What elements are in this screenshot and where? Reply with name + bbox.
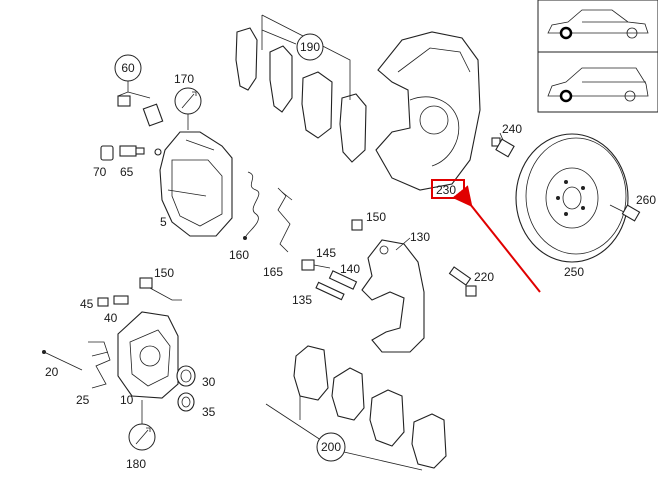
callout-200: 200 [316, 432, 346, 462]
caliper-carrier-130 [361, 237, 425, 353]
spring-clip-25 [88, 341, 111, 389]
screw-260 [609, 204, 641, 222]
callout-170: 170 [174, 72, 202, 130]
dust-shield-230 [375, 31, 481, 191]
brake-pad-set-190 [235, 14, 367, 163]
wrench-icon [181, 91, 197, 109]
label-35: 35 [202, 405, 216, 419]
cap-small [154, 148, 162, 156]
caliper-10 [117, 311, 179, 399]
bolt-150-upper [351, 219, 363, 231]
label-260: 260 [636, 193, 656, 207]
label-150-lower: 150 [154, 266, 174, 280]
label-230: 230 [436, 183, 456, 197]
wrench-icon [135, 427, 151, 445]
label-10: 10 [120, 393, 134, 407]
pin-20 [42, 350, 83, 371]
estate-wagon-icon [547, 67, 649, 103]
vehicle-type-panel [537, 0, 658, 113]
label-250: 250 [564, 265, 584, 279]
label-240: 240 [502, 122, 522, 136]
brake-pad-set-200 [265, 345, 447, 471]
label-145: 145 [316, 246, 336, 260]
label-30: 30 [202, 375, 216, 389]
cap-70 [100, 145, 114, 161]
label-45: 45 [80, 297, 94, 311]
highlight-arrow [452, 185, 541, 293]
label-20: 20 [45, 365, 59, 379]
label-170: 170 [174, 72, 194, 86]
label-190: 190 [300, 40, 320, 54]
label-220: 220 [474, 270, 494, 284]
label-200: 200 [321, 440, 341, 454]
label-5: 5 [160, 215, 167, 229]
label-70: 70 [93, 165, 107, 179]
seal-35 [177, 392, 195, 412]
label-180: 180 [126, 457, 146, 471]
label-165: 165 [263, 265, 283, 279]
bolt-145 [301, 259, 331, 271]
bolt-45 [97, 297, 109, 307]
guide-pin-135 [315, 281, 345, 301]
guide-pin-140 [328, 270, 358, 290]
label-130: 130 [410, 230, 430, 244]
seal-ring-30 [176, 365, 196, 387]
spring-160 [243, 171, 260, 240]
label-60: 60 [121, 61, 135, 75]
label-135: 135 [292, 293, 312, 307]
label-65: 65 [120, 165, 134, 179]
callout-180: 180 [126, 400, 156, 471]
wear-sensor-220 [448, 266, 477, 297]
callout-60: 60 [114, 54, 151, 99]
caliper-5 [159, 131, 233, 237]
screw-40 [113, 295, 129, 305]
spring-165 [277, 187, 293, 253]
label-140: 140 [340, 262, 360, 276]
brake-disc-250 [515, 133, 629, 263]
sedan-icon [547, 9, 649, 40]
bolt-150-lower [139, 277, 182, 301]
label-25: 25 [76, 393, 90, 407]
label-150-upper: 150 [366, 210, 386, 224]
label-160: 160 [229, 248, 249, 262]
bleeder-screw-65 [119, 145, 145, 157]
guide-bolt-small [117, 95, 164, 127]
label-40: 40 [104, 311, 118, 325]
callout-190: 190 [296, 33, 324, 61]
bolt-240 [491, 132, 515, 158]
